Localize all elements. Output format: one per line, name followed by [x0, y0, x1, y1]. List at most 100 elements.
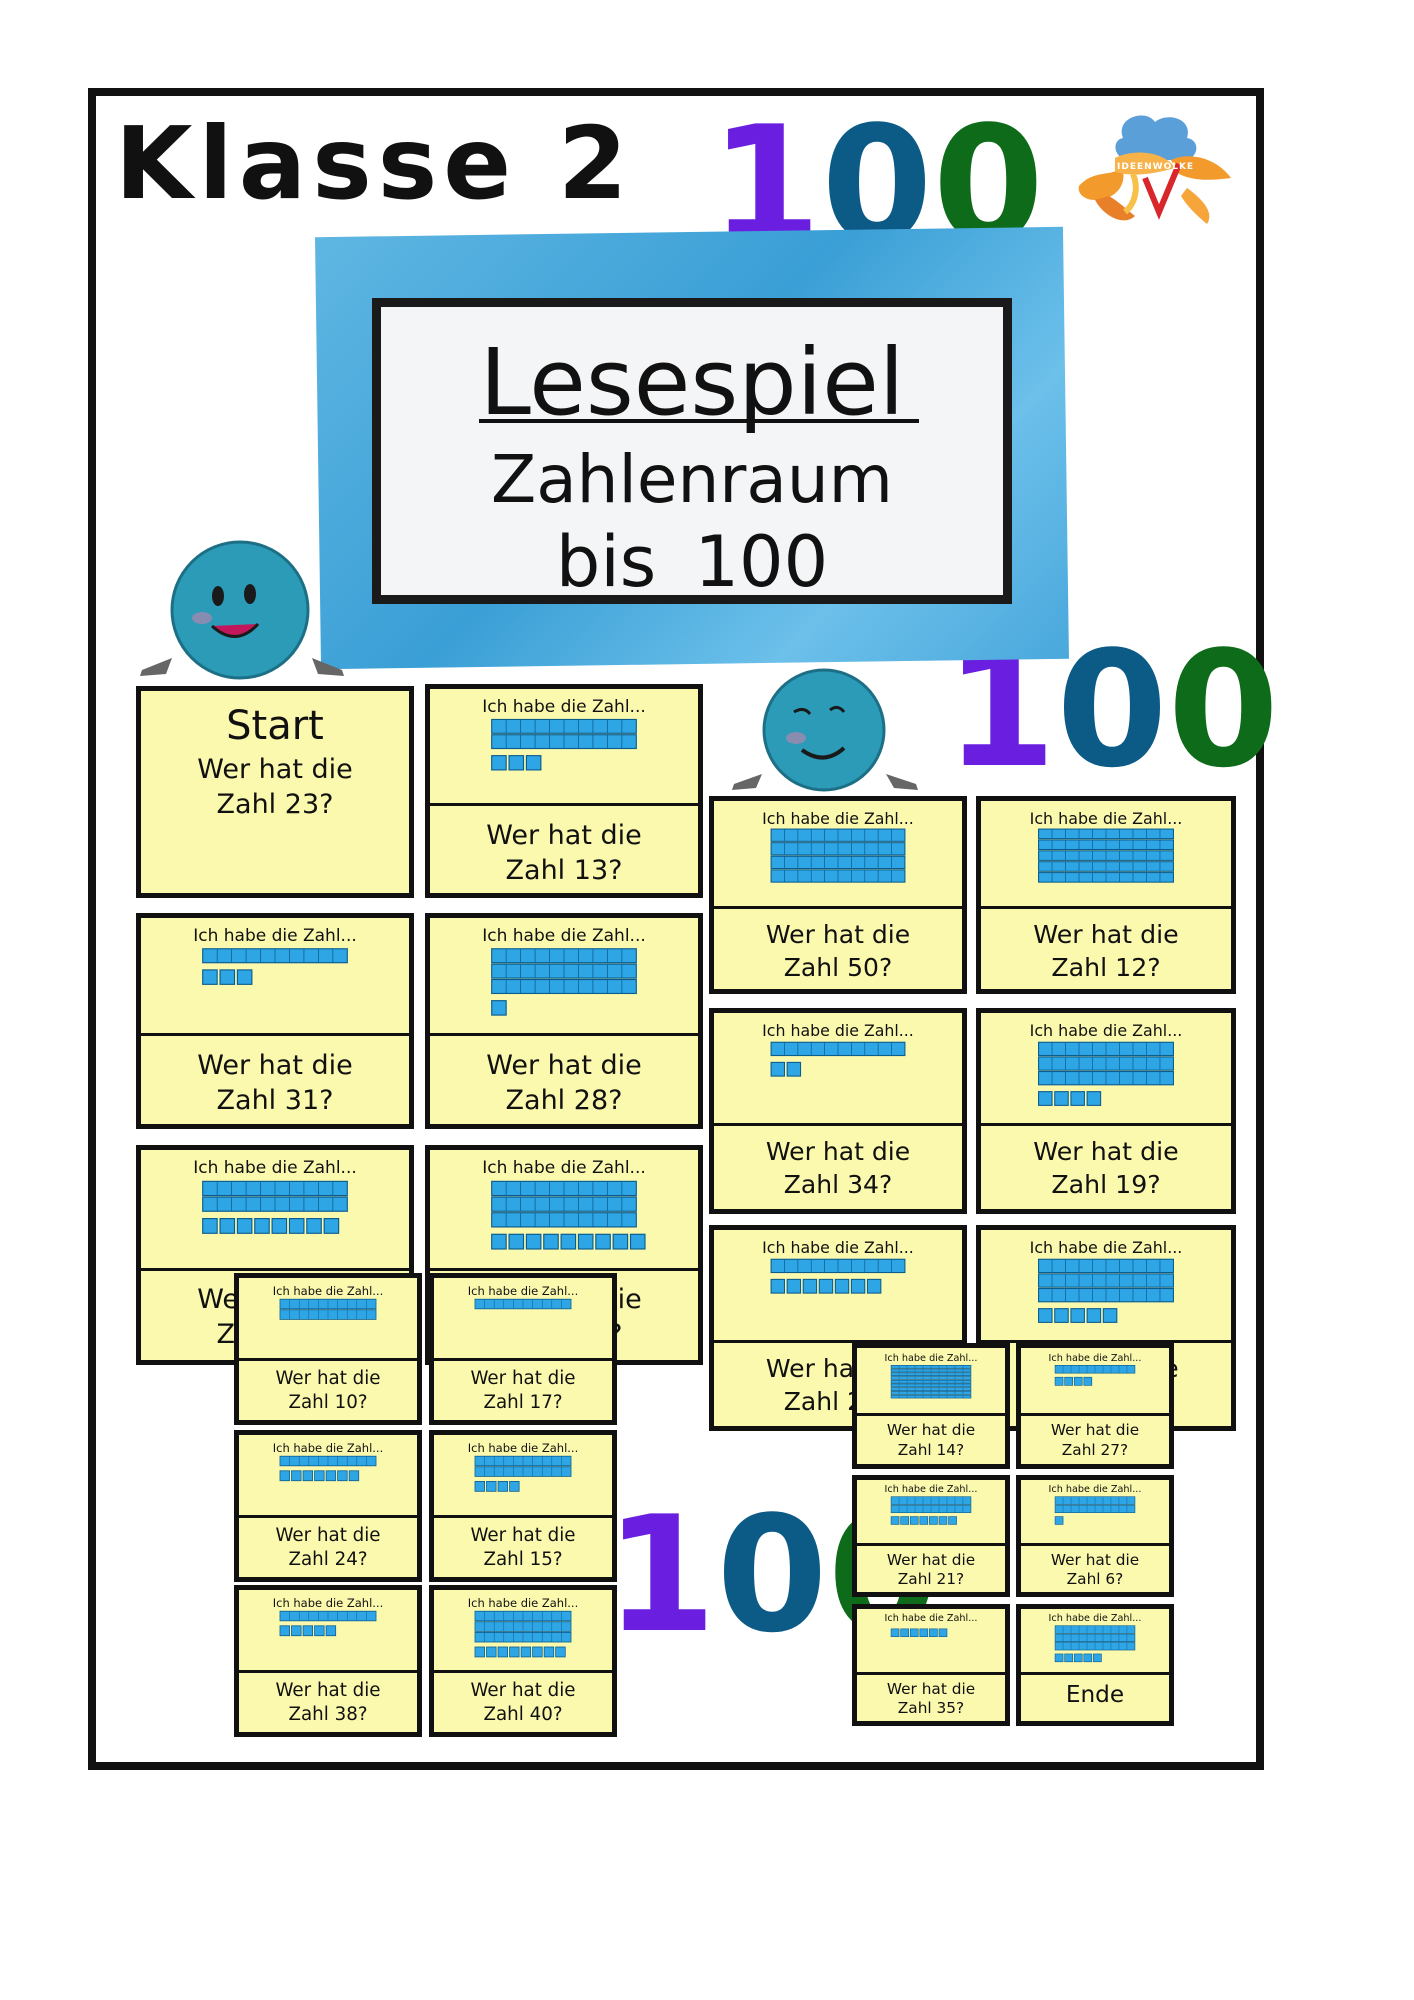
card-divider	[714, 906, 962, 910]
hundred-digit-2: 0	[1056, 616, 1168, 803]
card-label: Ich habe die Zahl...	[272, 1595, 384, 1610]
unit-cube	[532, 1646, 543, 1658]
card-divider	[714, 1339, 962, 1343]
card-number-text: Zahl 35?	[897, 1699, 965, 1718]
card-label: Ich habe die Zahl...	[762, 1020, 914, 1040]
unit-cube	[1102, 1308, 1118, 1323]
card-label: Ich habe die Zahl...	[1048, 1613, 1142, 1625]
base-ten-blocks	[474, 1610, 572, 1658]
card-label: Ich habe die Zahl...	[884, 1484, 978, 1496]
card-divider	[434, 1514, 612, 1518]
unit-cube	[302, 1470, 314, 1482]
logo-text: IDEENWOLKE	[1117, 162, 1195, 172]
unit-cube	[555, 1646, 566, 1658]
card-end-label: Ende	[1065, 1680, 1125, 1708]
card-question-text: Wer hat die	[197, 1049, 353, 1081]
card-question-text: Wer hat die	[1050, 1550, 1140, 1569]
unit-cube	[509, 1646, 520, 1658]
card-question-text: Wer hat die	[470, 1680, 576, 1702]
base-ten-blocks	[1054, 1364, 1136, 1386]
card-question-text: Wer hat die	[486, 819, 642, 851]
card-number-text: Zahl 17?	[483, 1392, 563, 1414]
unit-cube	[866, 1278, 882, 1294]
unit-cube	[508, 755, 525, 771]
title-underline	[479, 419, 919, 423]
unit-cube	[786, 1278, 802, 1294]
unit-cube	[525, 1233, 542, 1250]
unit-cube	[900, 1628, 909, 1638]
base-ten-blocks	[491, 948, 637, 1016]
card-divider	[434, 1669, 612, 1673]
unit-cube	[291, 1470, 302, 1482]
card-divider	[430, 803, 698, 807]
base-ten-blocks	[1038, 1258, 1174, 1323]
unit-cube	[909, 1516, 919, 1525]
unit-cube	[1038, 1091, 1053, 1106]
unit-cube	[919, 1516, 929, 1525]
card-divider	[714, 1122, 962, 1126]
game-card: Ich habe die Zahl... Ende	[1016, 1604, 1174, 1726]
unit-cube	[770, 1061, 786, 1077]
base-ten-blocks	[474, 1298, 572, 1310]
base-ten-blocks	[1054, 1625, 1136, 1663]
card-divider	[1021, 1671, 1169, 1675]
subtitle-line-2: bis 100	[555, 521, 829, 603]
card-label: Ich habe die Zahl...	[762, 1237, 914, 1257]
card-divider	[141, 1267, 409, 1271]
unit-cube	[202, 969, 218, 985]
unit-cube	[938, 1516, 948, 1525]
unit-cube	[909, 1628, 919, 1638]
base-ten-blocks	[279, 1298, 377, 1320]
base-ten-blocks	[202, 948, 348, 985]
card-question-text: Wer hat die	[886, 1421, 976, 1440]
unit-cube	[288, 1218, 305, 1234]
card-label: Ich habe die Zahl...	[1048, 1484, 1142, 1496]
subtitle-line-1: Zahlenraum	[491, 441, 893, 518]
card-label: Ich habe die Zahl...	[1029, 808, 1183, 828]
unit-cube	[818, 1278, 834, 1294]
unit-cube	[348, 1470, 360, 1482]
card-number-text: Zahl 31?	[216, 1084, 334, 1116]
card-number-text: Zahl 12?	[1051, 953, 1161, 983]
card-question-text: Wer hat die	[765, 920, 911, 950]
base-ten-blocks	[491, 718, 637, 771]
unit-cube	[1086, 1308, 1102, 1323]
unit-cube	[1070, 1091, 1085, 1106]
unit-cube	[508, 1233, 525, 1250]
card-number-text: Zahl 14?	[897, 1441, 965, 1460]
unit-cube	[491, 1233, 507, 1250]
card-divider	[1021, 1542, 1169, 1546]
title-board: Lesespiel Zahlenraum bis 100	[372, 298, 1012, 604]
unit-cube	[834, 1278, 850, 1294]
unit-cube	[525, 755, 542, 771]
card-label: Ich habe die Zahl...	[467, 1283, 579, 1298]
base-ten-blocks	[491, 1180, 646, 1250]
unit-cube	[770, 1278, 786, 1294]
unit-cube	[219, 969, 236, 985]
card-number-text: Zahl 28?	[505, 1084, 623, 1116]
card-number-text: Zahl 19?	[1051, 1170, 1161, 1200]
unit-cube	[919, 1628, 929, 1638]
card-question-text: Wer hat die	[886, 1679, 976, 1698]
card-number-text: Zahl 40?	[483, 1704, 563, 1726]
